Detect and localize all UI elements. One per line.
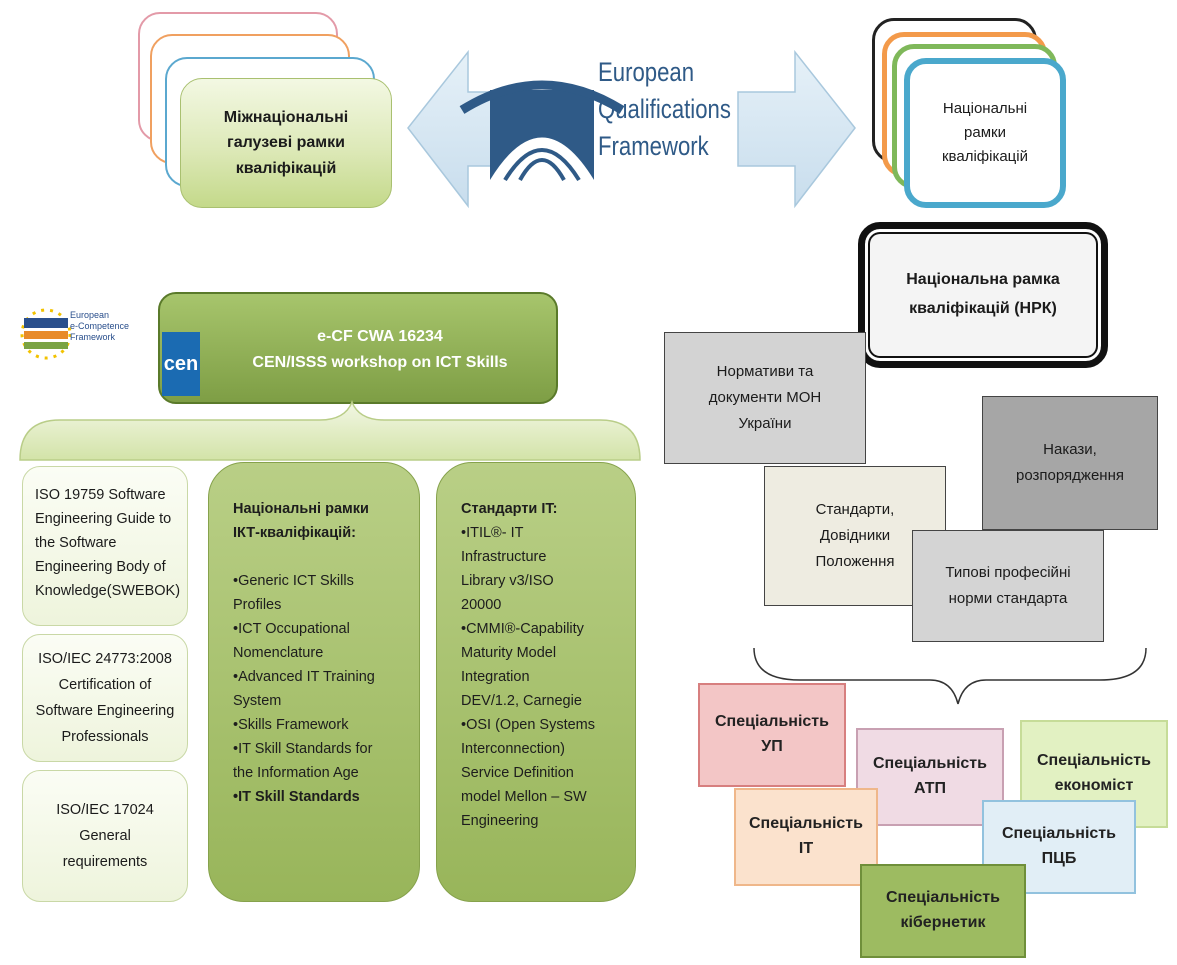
transnational-frameworks-stack: Міжнаціональні галузеві рамки кваліфікац… (0, 0, 400, 230)
ecf-logo-text: European e-Competence Framework (70, 310, 130, 342)
ecf-stars-icon (20, 308, 72, 360)
ecf-logo: European e-Competence Framework (16, 300, 156, 380)
ecf-title-block: e-CF CWA 16234 CEN/ISSS workshop on ICT … (204, 294, 556, 406)
ecf-title-line1: e-CF CWA 16234 (317, 328, 443, 345)
it-standards-items: •ITIL®- IT Infrastructure Library v3/ISO… (461, 525, 596, 829)
specialty-box-atp: Спеціальність АТП (856, 728, 1004, 826)
national-ict-heading: Національні рамки ІКТ-кваліфікацій: (233, 501, 369, 541)
iso-19759-box: ISO 19759 Software Engineering Guide to … (22, 466, 188, 626)
documents-brace-icon (753, 647, 1147, 705)
national-ict-frameworks-pillar: Національні рамки ІКТ-кваліфікацій: •Gen… (208, 462, 420, 902)
national-frameworks-box: Національні рамки кваліфікацій (904, 58, 1066, 208)
right-arrow-icon (737, 49, 856, 209)
iso-24773-box: ISO/IEC 24773:2008 Certification of Soft… (22, 634, 188, 762)
eqf-title: European Qualifications Framework (598, 57, 731, 161)
specialty-box-up: Спеціальність УП (698, 683, 846, 787)
cen-logo-text: cen (163, 352, 199, 375)
cen-logo: cen (162, 332, 200, 396)
national-ict-items: •Generic ICT Skills Profiles •ICT Occupa… (233, 573, 375, 781)
specialty-box-cybernetics: Спеціальність кібернетик (860, 864, 1026, 958)
it-standards-heading: Стандарти IT: (461, 501, 558, 517)
document-box-typical-norms: Типові професійні норми стандарта (912, 530, 1104, 642)
it-standards-pillar: Стандарти IT: •ITIL®- IT Infrastructure … (436, 462, 636, 902)
ecf-title-line2: CEN/ISSS workshop on ICT Skills (252, 354, 508, 371)
nrk-box: Національна рамка кваліфікацій (НРК) (858, 222, 1108, 368)
ecf-header-box: cen e-CF CWA 16234 CEN/ISSS workshop on … (158, 292, 558, 404)
national-frameworks-stack: Національні рамки кваліфікацій (860, 0, 1177, 230)
document-box-orders: Накази, розпорядження (982, 396, 1158, 530)
eqf-arrows (407, 49, 856, 209)
eqf-bridge-logo-icon (459, 80, 625, 182)
document-box-mon: Нормативи та документи МОН України (664, 332, 866, 464)
specialty-box-it: Спеціальність IT (734, 788, 878, 886)
transnational-frameworks-box: Міжнаціональні галузеві рамки кваліфікац… (180, 78, 392, 208)
national-ict-last-item: •IT Skill Standards (233, 789, 360, 805)
ecf-brace-shape (19, 400, 641, 461)
iso-17024-box: ISO/IEC 17024 General requirements (22, 770, 188, 902)
